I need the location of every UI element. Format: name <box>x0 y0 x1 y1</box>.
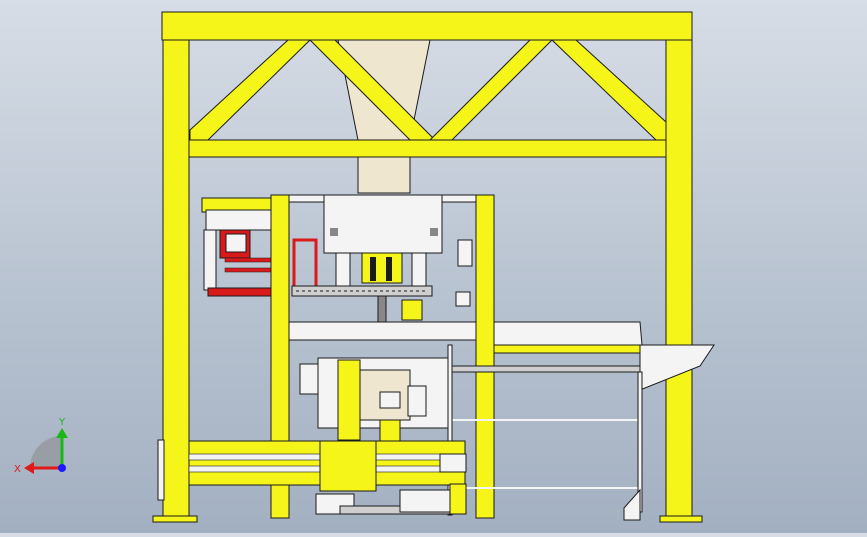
lower-slide-rail <box>157 439 467 501</box>
support-frame <box>152 11 703 523</box>
bag-clamp-unit <box>299 357 449 443</box>
z-axis-dot <box>58 464 66 472</box>
output-conveyor <box>288 321 715 521</box>
bottom-cylinder <box>315 483 467 515</box>
y-axis-label: Y <box>58 417 66 428</box>
x-axis-label: X <box>14 464 21 475</box>
axis-triad: Y X <box>14 417 68 475</box>
left-feeder-assembly <box>201 197 318 297</box>
chain-conveyor <box>291 285 471 323</box>
weighing-head <box>323 194 473 290</box>
